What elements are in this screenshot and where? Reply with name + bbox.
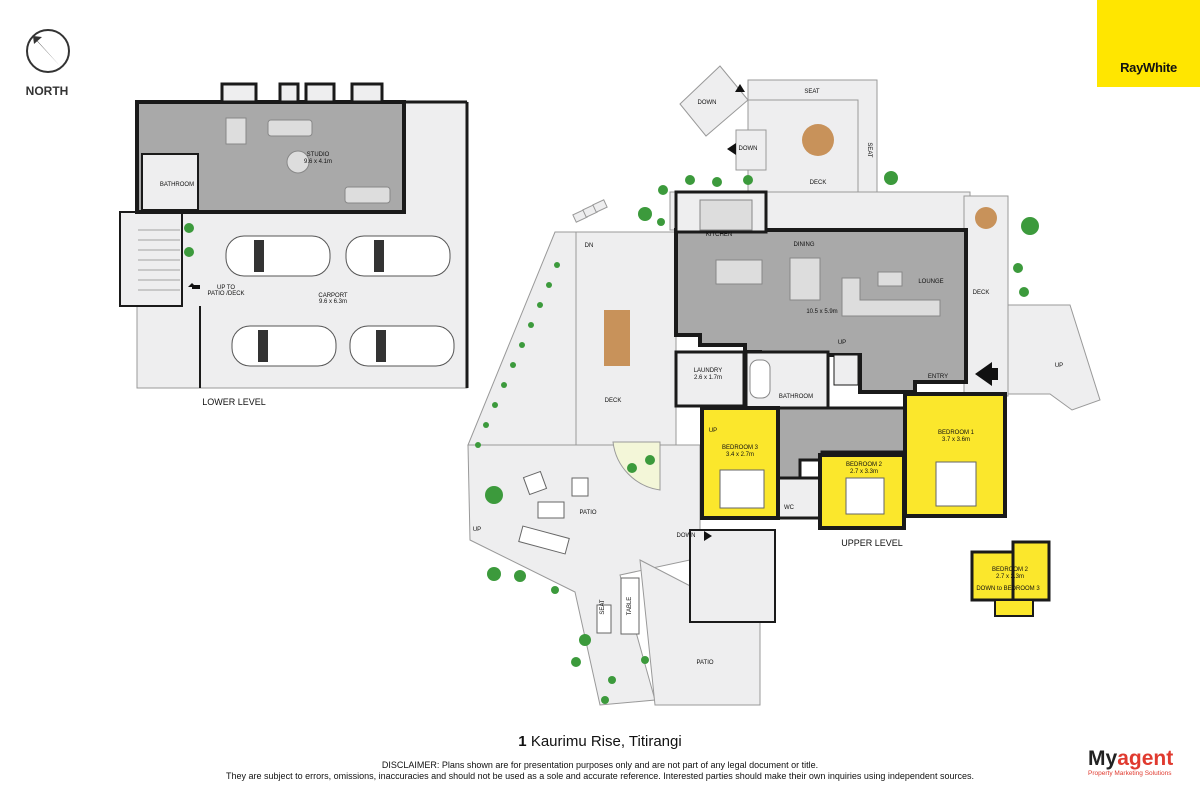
- up-label-bedroom3: UP: [709, 428, 717, 434]
- agency-name-accent: agent: [1117, 747, 1174, 770]
- bedroom1-label: BEDROOM 1: [938, 430, 975, 436]
- kitchen-label: KITCHEN: [706, 232, 732, 238]
- loft-size: 2.7 x 2.3m: [996, 574, 1024, 580]
- patio-label-1: PATIO: [579, 510, 596, 516]
- seat-top-label: SEAT: [804, 89, 820, 95]
- down-label-1: DOWN: [698, 100, 717, 106]
- bedroom3-size: 3.4 x 2.7m: [726, 452, 754, 458]
- address-number: 1: [518, 733, 527, 750]
- logo-text: RayWhite: [1120, 60, 1177, 75]
- lower-level-plan: [119, 82, 469, 389]
- loft-note: DOWN to BEDROOM 3: [976, 586, 1040, 592]
- carport-size: 9.6 x 6.3m: [319, 299, 347, 305]
- loft-label: BEDROOM 2: [992, 567, 1029, 573]
- entry-label: ENTRY: [928, 374, 948, 380]
- dn-label: DN: [585, 243, 594, 249]
- bedroom3-label: BEDROOM 3: [722, 445, 759, 451]
- deck-top-label: DECK: [810, 180, 827, 186]
- upper-level-plan: [467, 65, 1101, 706]
- living-size: 10.5 x 5.9m: [806, 309, 837, 315]
- patio-label-2: PATIO: [696, 660, 713, 666]
- table-label: TABLE: [627, 597, 633, 616]
- seat-side-label: SEAT: [866, 142, 872, 158]
- down-label-3: DOWN: [677, 533, 696, 539]
- up-label-patio: UP: [473, 527, 481, 533]
- carport-label: CARPORT: [318, 293, 348, 299]
- deck-right-label: DECK: [973, 290, 990, 296]
- agency-tagline: Property Marketing Solutions: [1088, 770, 1172, 777]
- lower-bathroom-label: BATHROOM: [160, 182, 194, 188]
- upper-level-label: UPPER LEVEL: [841, 538, 903, 548]
- bedroom1-size: 3.7 x 3.6m: [942, 437, 970, 443]
- compass-icon: [26, 29, 70, 73]
- laundry-label: LAUNDRY: [694, 368, 723, 374]
- studio-label: STUDIO: [307, 152, 330, 158]
- patio-deck-label: PATIO /DECK: [207, 291, 244, 297]
- north-label: NORTH: [26, 84, 69, 98]
- dining-label: DINING: [794, 242, 815, 248]
- lower-level-label: LOWER LEVEL: [202, 397, 266, 407]
- upper-bathroom-label: BATHROOM: [779, 394, 813, 400]
- bedroom2-label: BEDROOM 2: [846, 462, 883, 468]
- address-street: Kaurimu Rise, Titirangi: [530, 733, 682, 750]
- down-label-2: DOWN: [739, 146, 758, 152]
- disclaimer-line-1: DISCLAIMER: Plans shown are for presenta…: [381, 760, 819, 770]
- agency-name-main: My: [1088, 747, 1118, 770]
- laundry-size: 2.6 x 1.7m: [694, 375, 722, 381]
- raywhite-logo: RayWhite: [1097, 0, 1200, 87]
- studio-size: 9.6 x 4.1m: [304, 159, 332, 165]
- seat-patio-label: SEAT: [600, 599, 606, 615]
- up-label-hall: UP: [838, 340, 846, 346]
- disclaimer-line-2: They are subject to errors, omissions, i…: [226, 771, 974, 781]
- myagent-logo: Myagent Property Marketing Solutions: [1088, 748, 1200, 777]
- wc-label: WC: [784, 505, 795, 511]
- lounge-label: LOUNGE: [918, 279, 943, 285]
- address-title: 1 Kaurimu Rise, Titirangi: [0, 733, 1200, 750]
- deck-left-label: DECK: [605, 398, 622, 404]
- bedroom2-size: 2.7 x 3.3m: [850, 469, 878, 475]
- up-to-label: UP TO: [217, 285, 235, 291]
- up-label-deck: UP: [1055, 363, 1063, 369]
